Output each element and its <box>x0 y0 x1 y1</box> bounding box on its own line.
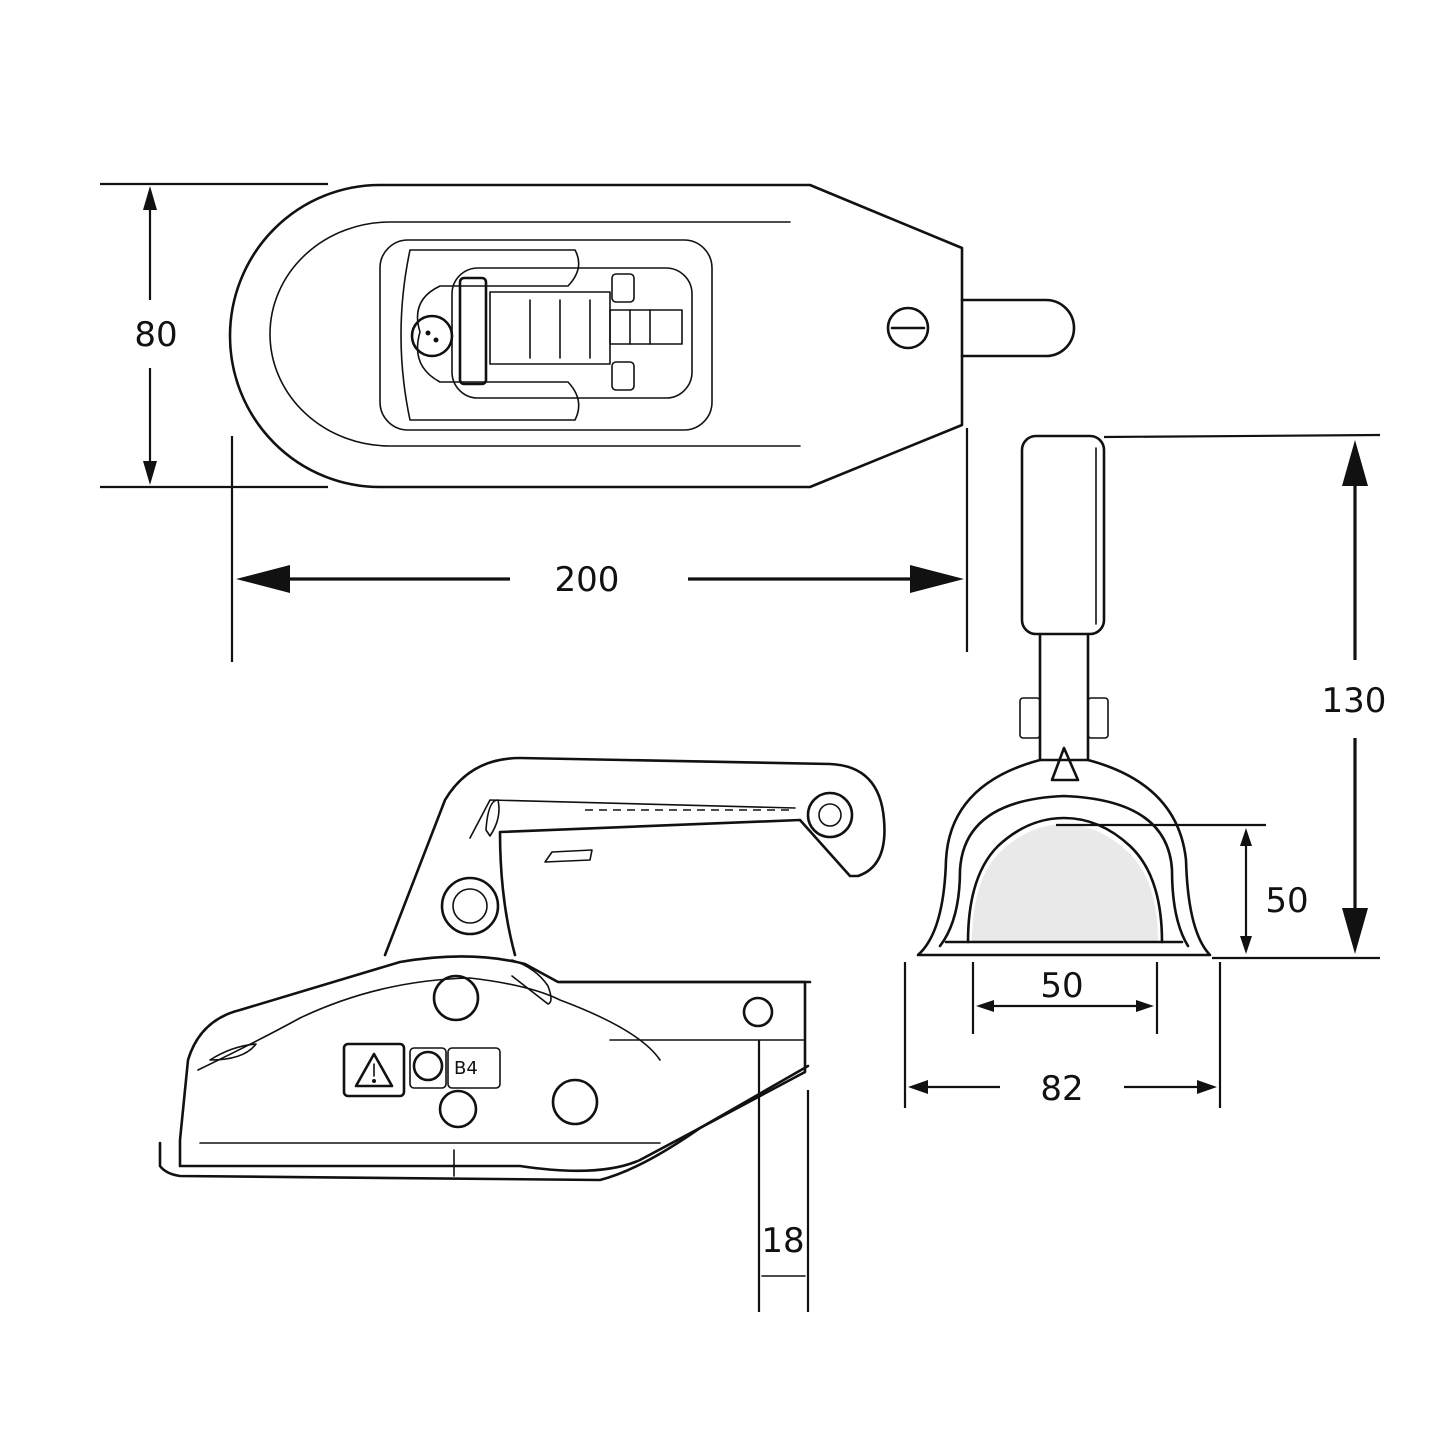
dim-50h-label: 50 <box>1040 966 1083 1006</box>
side-view-bolt-upper <box>440 876 500 936</box>
side-view-class-box <box>447 1047 501 1089</box>
dim-200-arrow-right <box>910 565 964 593</box>
top-view-spring-block <box>609 309 683 345</box>
top-view-drawbar-stub <box>960 298 1076 358</box>
warning-triangle-icon <box>354 1052 394 1088</box>
side-view-bolt-middle <box>432 974 480 1022</box>
front-view-wedge <box>1050 746 1080 782</box>
side-view-body <box>178 955 807 1173</box>
front-view-housing-outer <box>916 758 1212 957</box>
dim-socket-height-50: 50 <box>1056 823 1309 954</box>
dim-130-label: 130 <box>1322 681 1387 721</box>
front-view-housing-inner <box>938 794 1190 948</box>
side-view-bolt-upper-inner <box>452 888 488 924</box>
side-view-class-mark: B4 <box>454 1058 478 1079</box>
front-view <box>916 434 1212 957</box>
dim-width-80: 80 <box>100 182 328 489</box>
side-view-handle-lever <box>383 756 886 957</box>
front-view-handle-grip <box>1020 434 1106 636</box>
top-view-mounting-hole <box>886 306 930 350</box>
dim-80-arrow-top <box>143 186 157 210</box>
side-view-handle-slot <box>485 799 500 837</box>
side-view-body-notch <box>209 1043 257 1061</box>
dim-length-200: 200 <box>230 428 969 662</box>
side-view-warning-box <box>342 1042 406 1098</box>
side-view-body-ridge <box>197 977 661 1071</box>
dim-130-arrow-bottom <box>1342 908 1368 954</box>
top-view-bolt-dot-2 <box>433 337 439 343</box>
top-view-outline <box>228 183 964 489</box>
top-view-bolt-dot-1 <box>425 330 431 336</box>
dim-50h-arrow-right <box>1136 1000 1154 1012</box>
front-view-socket-arc <box>966 816 1164 944</box>
front-view-nut-right <box>1087 697 1109 739</box>
dim-base-width-82: 82 <box>903 962 1222 1109</box>
side-view-pivot-inner <box>818 803 842 827</box>
side-view-seal-box <box>409 1047 447 1089</box>
side-view-seal-circle <box>412 1050 444 1082</box>
dim-18-label: 18 <box>761 1221 804 1261</box>
top-view-tongue-plate <box>379 239 713 431</box>
top-view-clip-bottom <box>611 361 635 391</box>
top-view-bolt-head <box>410 314 454 358</box>
top-view-clip-top <box>611 273 635 303</box>
warning-exclamation-dot <box>372 1079 376 1083</box>
dim-130-ext-top <box>1103 433 1381 439</box>
dim-82-arrow-right <box>1197 1080 1217 1094</box>
top-view-latch-box <box>489 291 611 365</box>
dim-height-130: 130 <box>1103 433 1387 960</box>
side-view-bolt-center <box>438 1089 478 1129</box>
dim-82-label: 82 <box>1040 1069 1083 1109</box>
top-view <box>228 183 1076 489</box>
top-view-inner-rim <box>269 221 801 447</box>
dim-50h-arrow-left <box>976 1000 994 1012</box>
side-view-bolt-lower <box>551 1078 599 1126</box>
top-view-tongue-recess <box>400 249 580 421</box>
top-view-mechanism-frame <box>451 267 693 399</box>
dim-200-arrow-left <box>236 565 290 593</box>
dim-80-label: 80 <box>134 315 177 355</box>
dim-80-arrow-bottom <box>143 461 157 485</box>
dim-200-label: 200 <box>555 560 620 600</box>
side-view-bolt-right <box>742 996 774 1028</box>
front-view-nut-left <box>1019 697 1041 739</box>
dim-flange-18: 18 <box>757 1040 810 1312</box>
side-view-handle-tab <box>544 849 593 863</box>
top-view-handle-grip <box>458 276 488 386</box>
dim-50v-arrow-top <box>1240 828 1252 846</box>
dim-82-arrow-left <box>908 1080 928 1094</box>
front-view-socket-shade <box>972 824 1158 942</box>
side-view-handle-inner <box>469 799 796 839</box>
side-view: B4 <box>158 756 886 1182</box>
side-view-pivot-outer <box>806 791 854 839</box>
dim-socket-width-50: 50 <box>971 962 1159 1034</box>
side-view-hinge-ear <box>511 959 552 1005</box>
side-view-base-plate <box>158 1064 810 1182</box>
dim-130-arrow-top <box>1342 440 1368 486</box>
dim-50v-arrow-bottom <box>1240 936 1252 954</box>
dim-50v-label: 50 <box>1265 881 1308 921</box>
